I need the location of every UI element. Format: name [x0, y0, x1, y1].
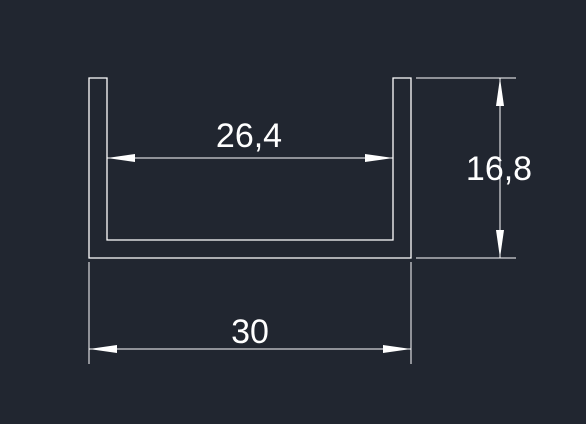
- inner-width-label: 26,4: [216, 117, 282, 155]
- inner-width-arrow-right: [365, 154, 393, 162]
- u-channel-profile: [88, 77, 412, 259]
- outer-width-arrow-right: [383, 345, 411, 353]
- outer-width-arrow-left: [89, 345, 117, 353]
- height-label: 16,8: [466, 150, 532, 188]
- outer-width-label: 30: [231, 313, 269, 351]
- height-dimension: [416, 77, 516, 259]
- inner-width-dimension: [107, 154, 393, 162]
- height-arrow-top: [496, 78, 504, 106]
- inner-width-arrow-left: [107, 154, 135, 162]
- height-arrow-bottom: [496, 230, 504, 258]
- outer-width-dimension: [88, 262, 412, 364]
